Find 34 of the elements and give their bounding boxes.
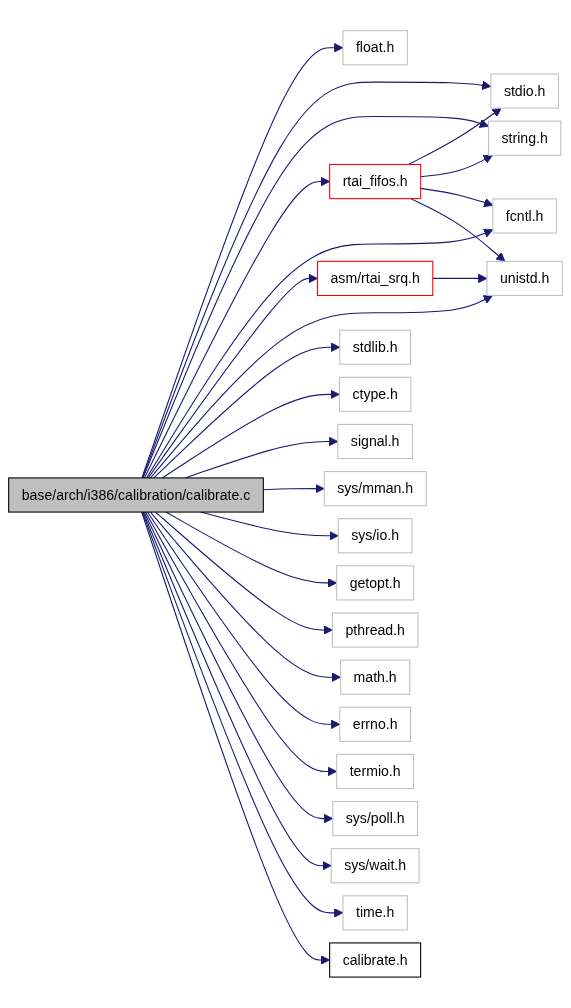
node-box: sys/poll.h: [332, 801, 419, 837]
node-box: asm/rtai_srq.h: [316, 260, 434, 297]
node-box: stdlib.h: [339, 329, 412, 365]
arrow: [420, 154, 493, 178]
node-box: float.h: [342, 30, 408, 66]
arrow: [165, 511, 338, 588]
node-box: base/arch/i386/calibration/calibrate.c: [8, 477, 264, 513]
node-box: ctype.h: [338, 376, 412, 413]
node-box: fcntl.h: [492, 198, 557, 234]
node-box: unistd.h: [486, 260, 563, 297]
node-box: errno.h: [339, 706, 412, 743]
node-box: math.h: [340, 659, 411, 695]
arrow: [145, 228, 494, 479]
node-box: sys/io.h: [337, 518, 413, 554]
arrow: [410, 198, 506, 262]
node-box: sys/wait.h: [330, 848, 420, 884]
arrow: [155, 511, 333, 635]
node-box: stdio.h: [490, 73, 559, 109]
node-box: termio.h: [336, 753, 415, 790]
arrow: [145, 511, 338, 777]
arrow: [146, 511, 341, 730]
arrow: [161, 389, 340, 479]
node-box: getopt.h: [336, 565, 415, 601]
node-box: calibrate.h: [329, 942, 422, 978]
node-box: sys/mman.h: [323, 471, 427, 507]
arrow: [147, 273, 318, 479]
node-box: signal.h: [337, 424, 413, 460]
arrow: [407, 107, 502, 166]
node-box: rtai_fifos.h: [329, 164, 422, 200]
arrow: [149, 295, 493, 479]
arrow: [141, 511, 331, 965]
node-box: string.h: [488, 120, 562, 156]
node-box: time.h: [342, 895, 408, 931]
node-box: pthread.h: [331, 612, 419, 648]
